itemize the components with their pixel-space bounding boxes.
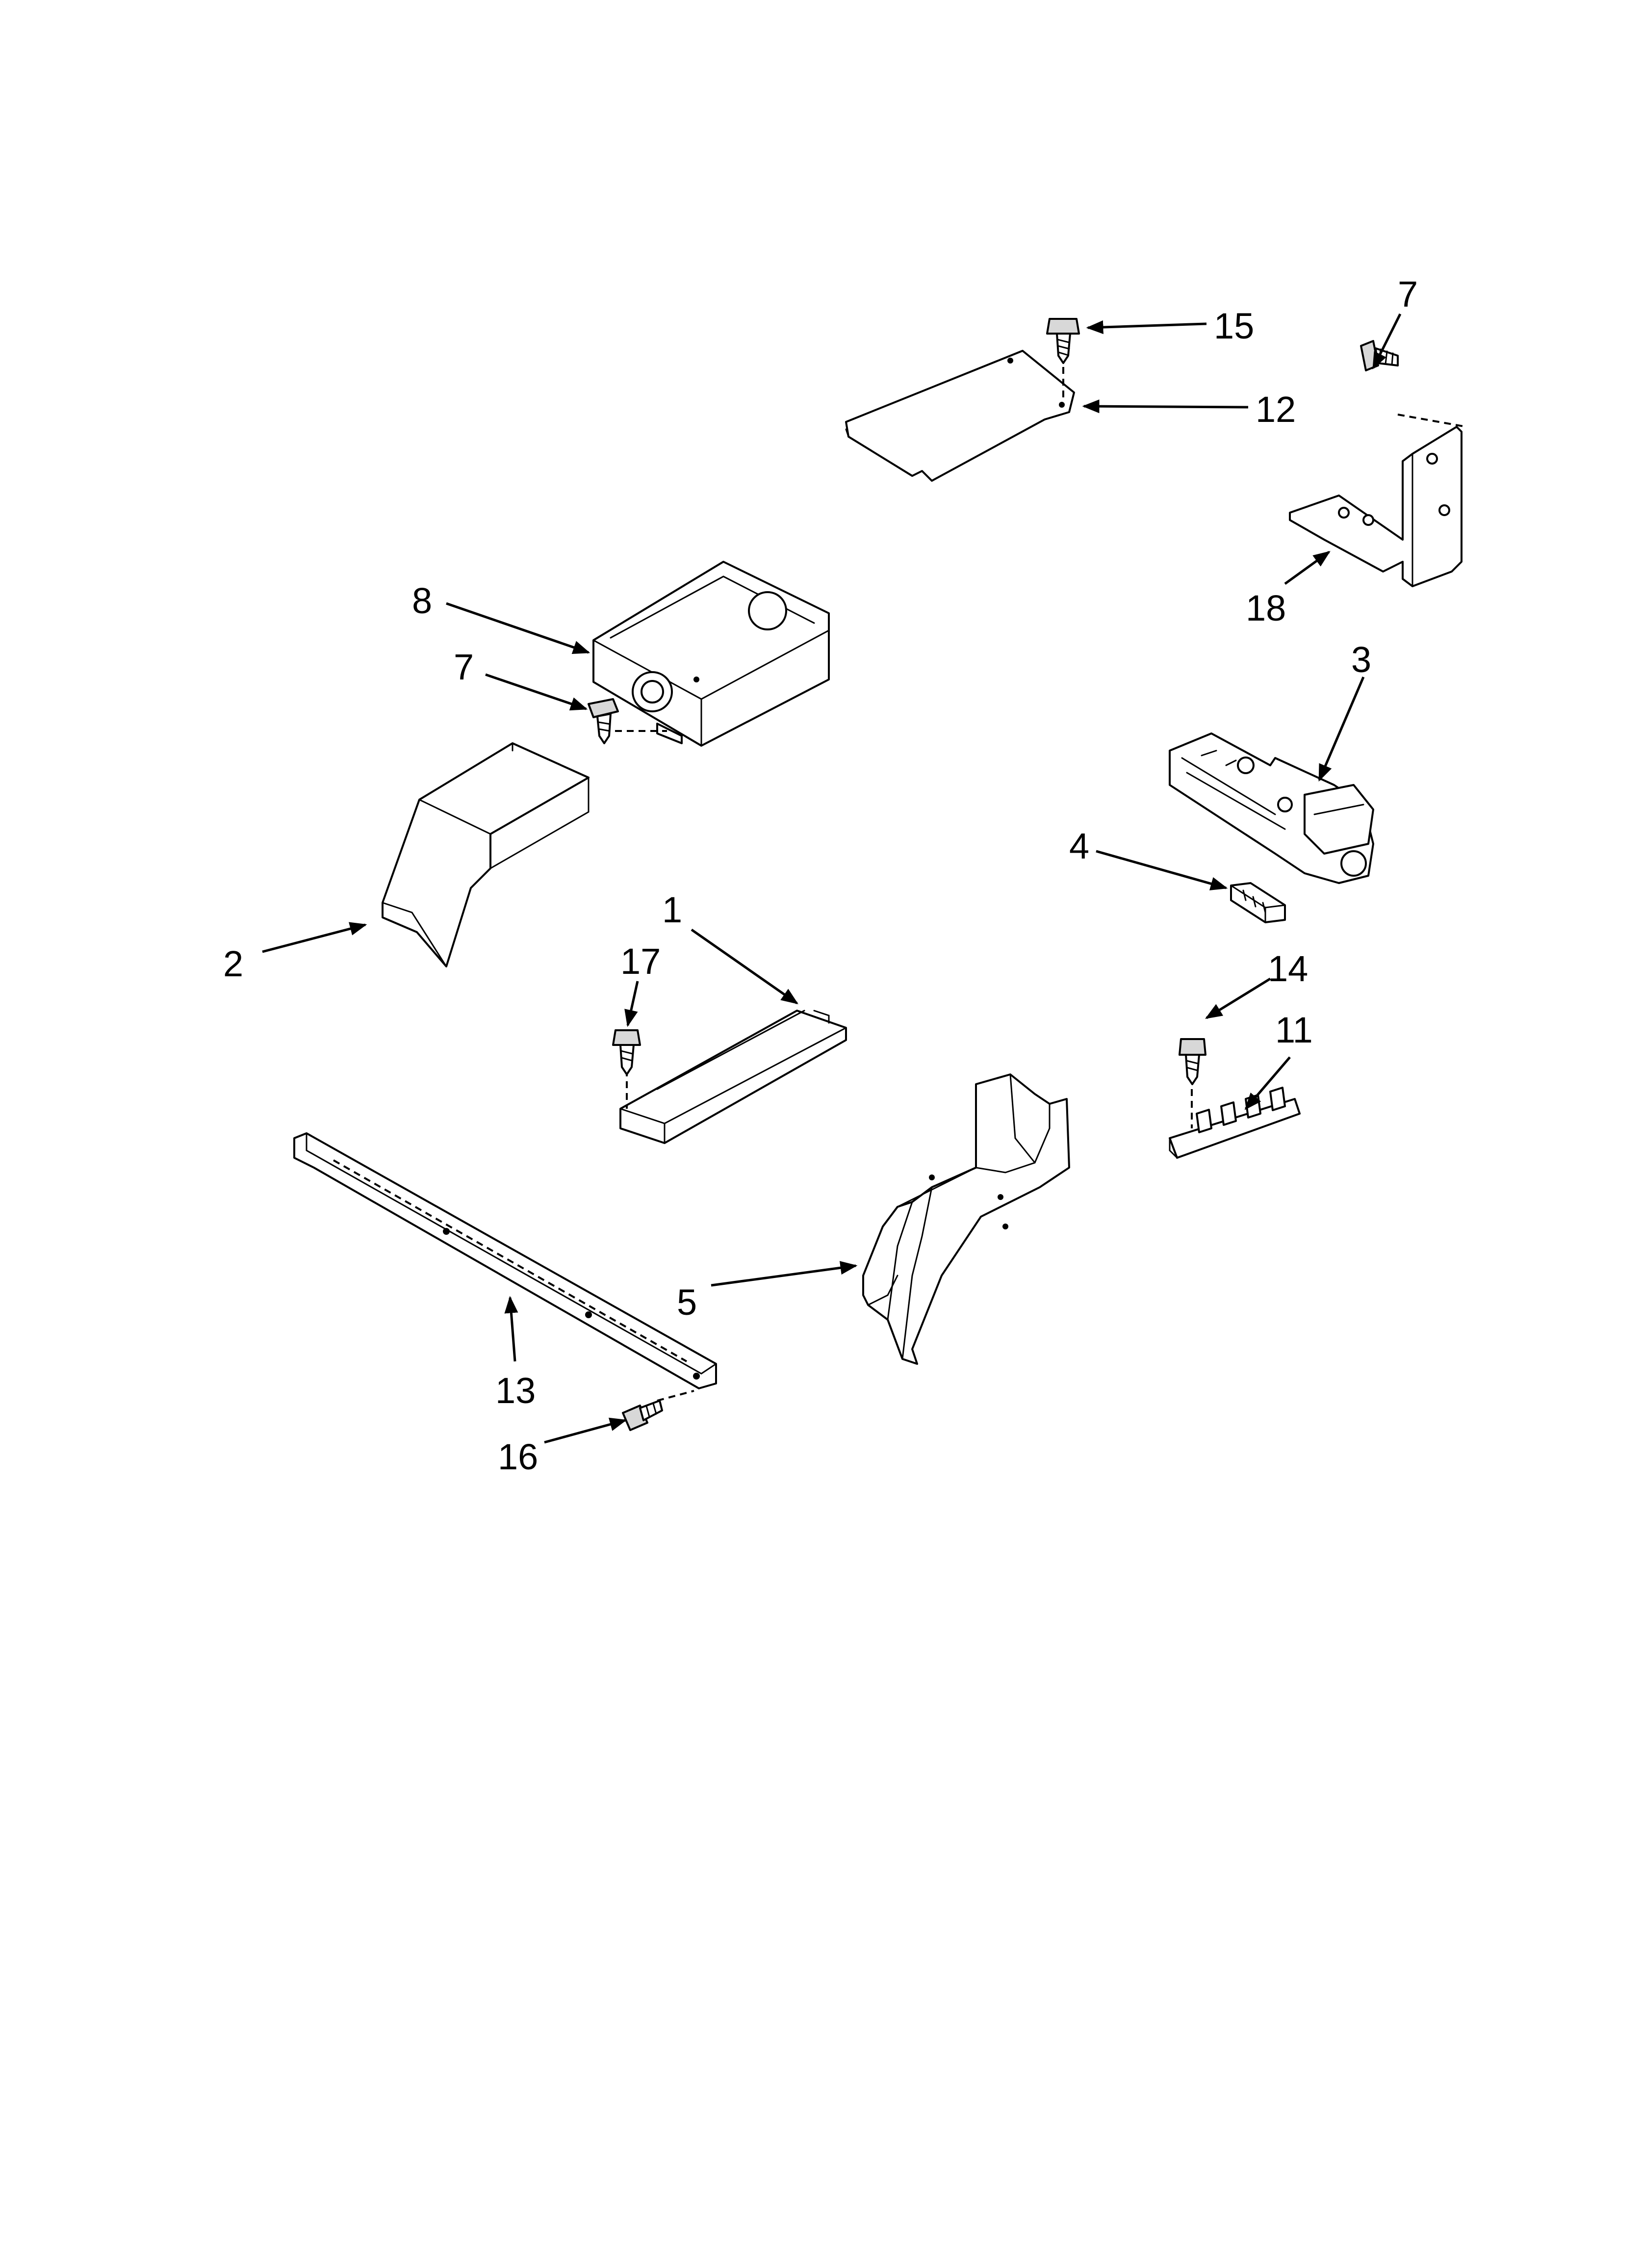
part-2-duct bbox=[382, 742, 590, 967]
callout-15: 15 bbox=[1214, 306, 1254, 346]
part-7-screw-lower bbox=[588, 698, 619, 744]
part-8-junction-box bbox=[592, 561, 830, 747]
callout-2: 2 bbox=[223, 943, 243, 984]
screw-16-guide-line bbox=[657, 1390, 694, 1402]
part-14-screw bbox=[1179, 1038, 1206, 1085]
callout-11: 11 bbox=[1275, 1010, 1313, 1050]
callout-8: 8 bbox=[412, 580, 432, 621]
part-15-screw bbox=[1046, 318, 1080, 364]
callout-18: 18 bbox=[1246, 588, 1286, 628]
screw-7-top-guide-line bbox=[1397, 414, 1467, 428]
callout-16: 16 bbox=[498, 1436, 538, 1477]
part-12-cover-plate bbox=[845, 350, 1075, 482]
callout-4: 4 bbox=[1069, 826, 1089, 866]
callout-13: 13 bbox=[495, 1370, 536, 1411]
callout-1: 1 bbox=[662, 889, 682, 930]
part-16-screw bbox=[622, 1400, 663, 1431]
part-11-terminal-block bbox=[1169, 1087, 1301, 1159]
leader-lines bbox=[262, 313, 1402, 1444]
part-1-channel bbox=[619, 1010, 847, 1144]
callout-12: 12 bbox=[1256, 389, 1296, 430]
part-17-screw bbox=[612, 1029, 641, 1075]
callout-5: 5 bbox=[677, 1282, 697, 1323]
callout-14: 14 bbox=[1268, 948, 1308, 989]
part-13-rail bbox=[293, 1132, 717, 1389]
part-5-shield bbox=[862, 1073, 1070, 1365]
part-18-bracket bbox=[1289, 426, 1462, 587]
callout-7-lower: 7 bbox=[454, 647, 474, 687]
part-3-switch-assembly bbox=[1169, 732, 1374, 884]
callout-7-upper: 7 bbox=[1398, 274, 1418, 314]
callout-3: 3 bbox=[1351, 639, 1371, 680]
part-4-connector bbox=[1230, 882, 1286, 923]
callout-17: 17 bbox=[620, 941, 661, 982]
